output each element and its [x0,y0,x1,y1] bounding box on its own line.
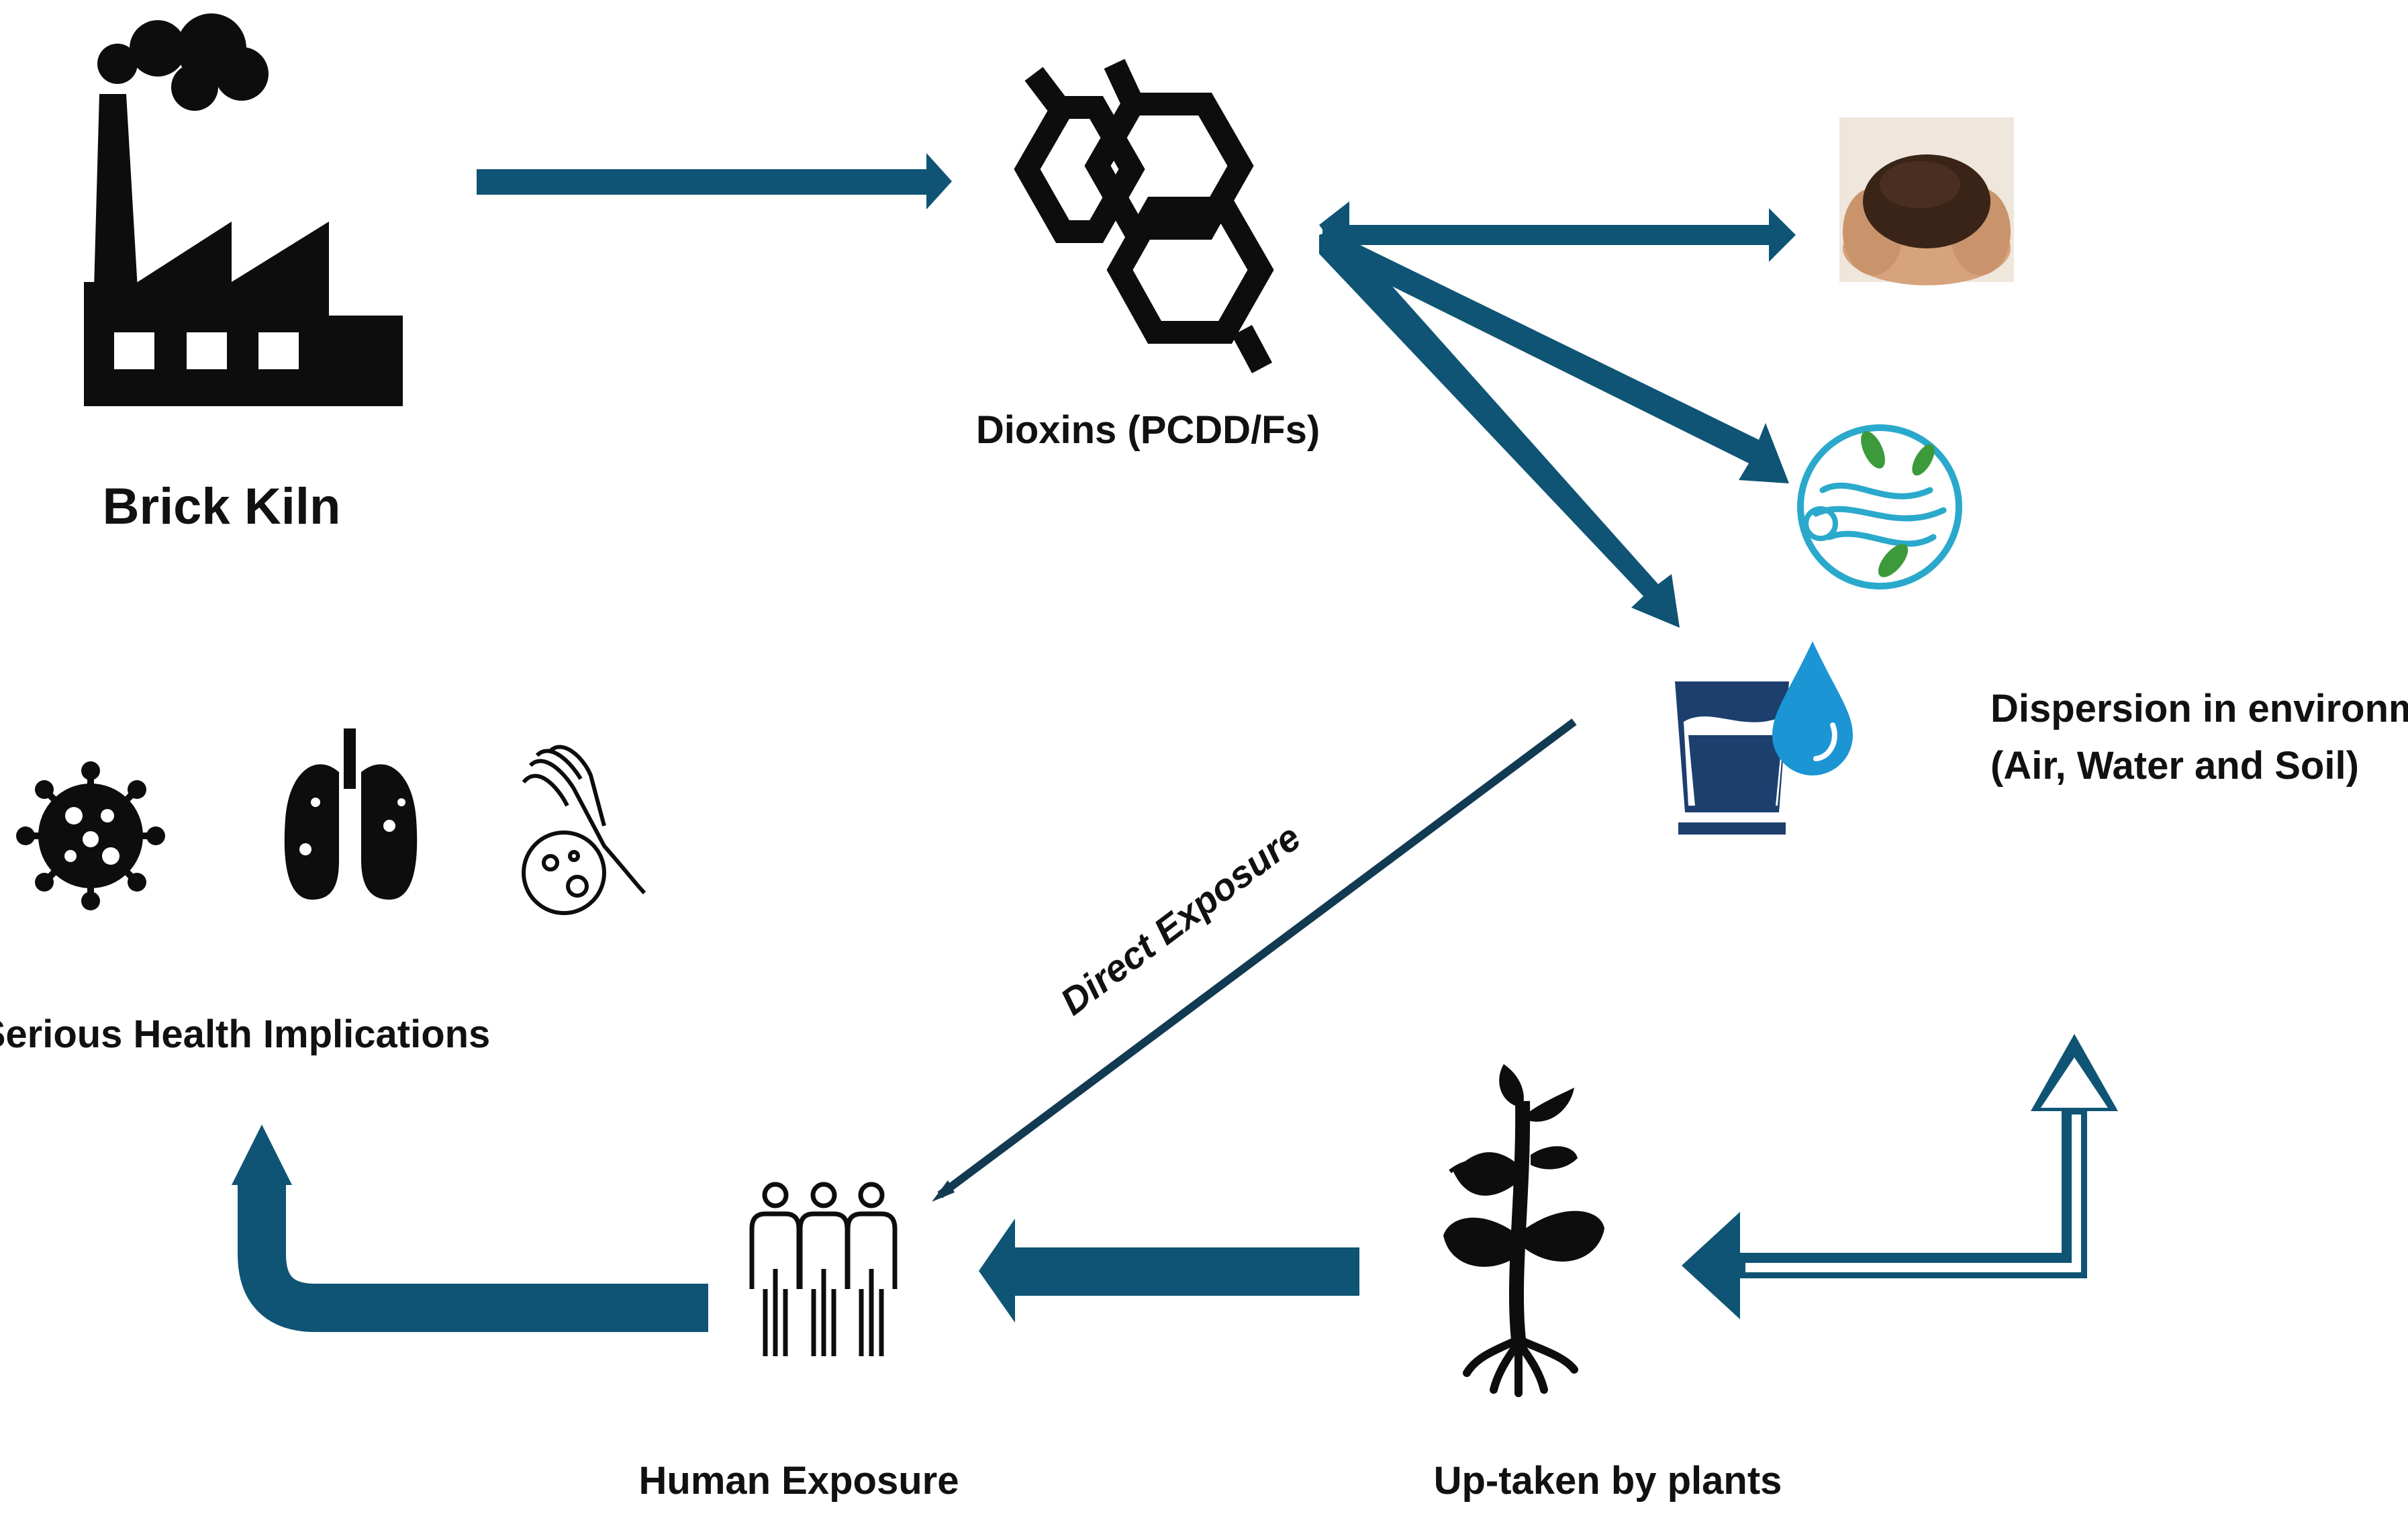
label-brick-kiln: Brick Kiln [103,478,341,535]
arrow-dioxins-to-water [1319,227,1680,628]
water-cup-drop-icon [1675,641,1853,835]
label-health: Serious Health Implications [0,1012,490,1056]
arrow-origin-tip [1319,201,1349,265]
arrow-dioxins-to-air [1322,232,1789,483]
label-plants: Up-taken by plants [1434,1459,1782,1503]
arrow-plants-to-human [979,1219,1359,1323]
arrow-human-to-health [232,1125,708,1332]
label-dioxins: Dioxins (PCDD/Fs) [976,408,1320,452]
hand-bacteria-icon [522,745,646,915]
label-dispersion-line2: (Air, Water and Soil) [1990,744,2359,788]
label-human-exposure: Human Exposure [639,1459,959,1503]
arrow-dioxins-to-soil [1322,208,1796,262]
hexagon-molecule-icon [1014,58,1274,374]
arrow-dispersion-to-plants [1682,1034,2118,1319]
label-dispersion-line1: Dispersion in environment [1990,687,2408,730]
factory-windows [114,332,299,369]
label-direct-exposure: Direct Exposure [1053,816,1308,1023]
lungs-icon [284,728,418,900]
factory-icon [84,13,403,406]
people-group-icon [749,1182,898,1356]
arrow-direct-exposure [932,718,1577,1202]
arrow-kiln-to-dioxins [477,153,952,209]
virus-spots [64,807,119,865]
soil-in-hands-image [1839,117,2014,285]
wind-leaves-icon [1797,424,1962,589]
plant-roots-icon [1443,1064,1604,1397]
